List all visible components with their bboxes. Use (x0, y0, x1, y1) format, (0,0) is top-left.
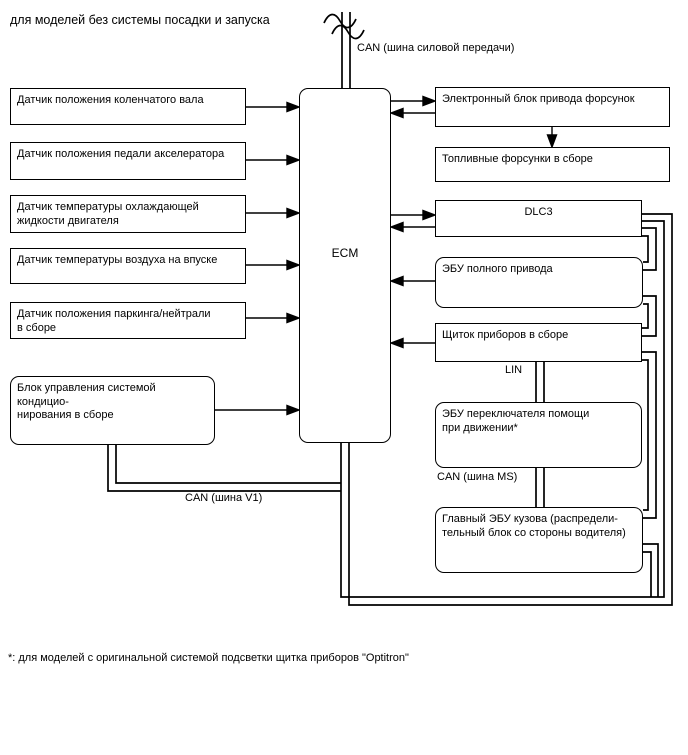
bus-can-ms (535, 468, 545, 507)
bus-bracket-dlc3-to-4wd (642, 227, 657, 271)
box-instrument-cluster: Щиток приборов в сборе (435, 323, 642, 362)
box-drive-assist-switch-ecu: ЭБУ переключателя помощи при движении* (435, 402, 642, 468)
box-injector-driver-unit: Электронный блок привода форсунок (435, 87, 670, 127)
box-ac-control-unit: Блок управления системой кондицио- ниров… (10, 376, 215, 445)
bus-lin (535, 362, 545, 402)
arrow-intake-air-to-ecm (246, 259, 301, 271)
bus-can-powertrain (323, 12, 365, 88)
arrow-ecm-to-injector-driver (391, 95, 437, 107)
box-intake-air-temp-sensor: Датчик температуры воздуха на впуске (10, 248, 246, 284)
diagram-title: для моделей без системы посадки и запуск… (10, 13, 270, 27)
arrow-4wd-ecu-to-ecm (389, 275, 435, 287)
arrow-crankshaft-to-ecm (246, 101, 301, 113)
can-ms-label: CAN (шина MS) (437, 471, 518, 483)
bus-can-main-loop (340, 213, 673, 606)
arrow-accel-pedal-to-ecm (246, 154, 301, 166)
bus-break-mark (331, 24, 365, 40)
bus-can-v1 (107, 445, 341, 492)
can-powertrain-label: CAN (шина силовой передачи) (357, 42, 515, 54)
box-dlc3: DLC3 (435, 200, 642, 237)
arrow-coolant-temp-to-ecm (246, 207, 301, 219)
lin-label: LIN (505, 364, 523, 376)
arrow-ac-unit-to-ecm (215, 404, 301, 416)
box-ecm (299, 88, 391, 443)
box-coolant-temp-sensor: Датчик температуры охлаждающей жидкости … (10, 195, 246, 233)
bus-bracket-cluster-to-body-ecu (642, 351, 657, 519)
ecm-label: ECM (331, 246, 359, 260)
arrow-park-neutral-to-ecm (246, 312, 301, 324)
box-crankshaft-position-sensor: Датчик положения коленчатого вала (10, 88, 246, 125)
arrow-dlc3-to-ecm (389, 221, 435, 233)
arrow-driver-to-fuel-injectors (546, 127, 558, 149)
box-main-body-ecu: Главный ЭБУ кузова (распредели- тельный … (435, 507, 643, 573)
bus-break-mark (323, 13, 357, 29)
footnote: *: для моделей с оригинальной системой п… (8, 652, 409, 664)
arrow-injector-driver-to-ecm (389, 107, 435, 119)
arrow-ecm-to-dlc3 (391, 209, 437, 221)
bus-bracket-body-ecu-to-loop (643, 543, 659, 597)
box-park-neutral-switch: Датчик положения паркинга/нейтрали в сбо… (10, 302, 246, 339)
arrow-instrument-cluster-to-ecm (389, 337, 435, 349)
box-accelerator-pedal-sensor: Датчик положения педали акселератора (10, 142, 246, 180)
bus-bracket-4wd-to-cluster (642, 295, 657, 337)
box-4wd-ecu: ЭБУ полного привода (435, 257, 643, 308)
can-v1-label: CAN (шина V1) (185, 492, 263, 504)
box-fuel-injectors: Топливные форсунки в сборе (435, 147, 670, 182)
